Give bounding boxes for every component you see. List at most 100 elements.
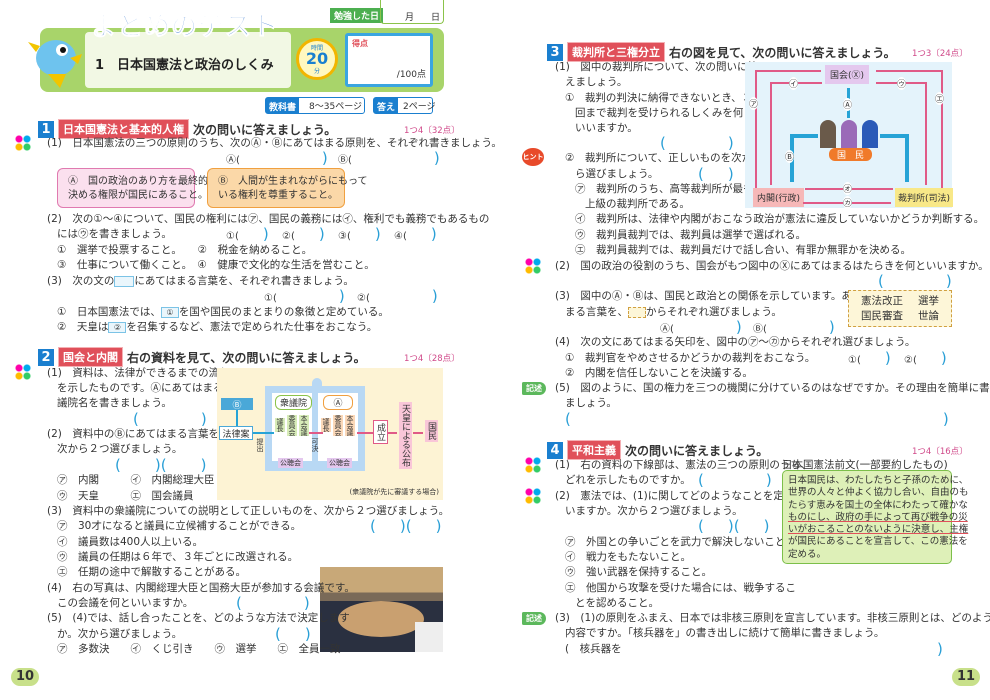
arrow-a-label: ㋐ xyxy=(749,97,759,110)
section-number: 3 xyxy=(547,43,563,61)
score-label: 得点 xyxy=(352,39,368,48)
points-label: 1つ4〔16点〕 xyxy=(912,447,968,457)
time-label: 時間 xyxy=(310,45,323,52)
answer-paren-3[interactable]: ③() xyxy=(338,225,381,243)
day-label: 日 xyxy=(431,13,441,23)
answer-paren[interactable]: () xyxy=(275,625,311,643)
question-2-1: (1) 資料は、法律ができるまでの流れ xyxy=(47,367,230,379)
question-2-4: (4) 右の写真は、内閣総理大臣と国務大臣が参加する会議です。 xyxy=(47,582,355,594)
question-text: まる言葉を、からそれぞれ選びましょう。 xyxy=(565,305,782,319)
bill-box: 法律案 xyxy=(219,426,253,440)
option-line: ㋓ 任期の途中で解散することがある。 xyxy=(57,566,246,578)
month-label: 月 xyxy=(405,13,415,23)
committee-label: 委員会 xyxy=(333,415,343,436)
answer-label: Ⓐ( xyxy=(660,324,674,335)
quote-line: たらす恵みを国土の全体にわたって確かな xyxy=(788,499,968,511)
answer-paren-4[interactable]: ④() xyxy=(394,225,437,243)
option-line: ㋒ 天皇 ㋓ 国会議員 xyxy=(57,490,194,502)
answer-paren-pair[interactable]: ()() xyxy=(370,517,442,535)
quote-line: 世界の人々と仲よく協力し合い、自由のも xyxy=(788,487,969,499)
question-4-1: (1) 右の資料の下線部は、憲法の三つの原則のうち、 xyxy=(555,459,812,471)
answer-paren-2[interactable]: ②() xyxy=(357,287,438,305)
answer-b-paren[interactable]: Ⓑ() xyxy=(338,149,440,167)
option-line: ㋒ 裁判員裁判では、裁判員は選挙で選ばれる。 xyxy=(575,229,806,241)
question-text: ましょう。 xyxy=(565,397,617,409)
answer-paren[interactable]: () xyxy=(236,594,310,612)
option-line: とを認めること。 xyxy=(575,597,659,609)
box-text: Ⓐ 国の政治のあり方を最終的に xyxy=(68,176,218,187)
points-label: 1つ4〔32点〕 xyxy=(404,126,460,136)
law-process-diagram: Ⓑ 法律案 提出 衆議院 議長 委員会 本会議 公聴会 可決 Ⓐ 議長 委員会 … xyxy=(217,368,443,500)
question-1-3: (3) 次の文のにあてはまる言葉を、それぞれ書きましょう。 xyxy=(47,274,354,288)
points-label: 1つ3〔24点〕 xyxy=(912,49,968,59)
text: を国や国民のまとまりの象徴と定めている。 xyxy=(178,306,389,318)
answer-label: ④( xyxy=(394,231,407,242)
answer-paren[interactable]: () xyxy=(878,272,952,290)
text: ② 天皇は xyxy=(57,321,109,333)
answer-paren-b[interactable]: Ⓑ() xyxy=(753,318,835,336)
answer-field[interactable]: ( 核兵器を xyxy=(565,642,622,656)
answer-paren-1[interactable]: ①() xyxy=(848,349,891,367)
answer-paren-2[interactable]: ②() xyxy=(904,349,947,367)
chair-label: 議長 xyxy=(275,418,285,432)
option-line: 上級の裁判所である。 xyxy=(585,198,690,210)
label-a: Ⓐ xyxy=(323,395,353,410)
answer-pages: 答え 2ページ xyxy=(373,97,436,114)
box-text: Ⓑ 人間が生まれながらにもって xyxy=(218,176,368,187)
answer-paren-pair[interactable]: ()() xyxy=(115,456,207,474)
word-choice: 国民審査 xyxy=(861,310,903,322)
question-text: どれを示したものですか。 xyxy=(565,474,691,486)
answer-paren[interactable]: () xyxy=(565,410,949,428)
separation-of-powers-diagram: 国会(Ⓧ) ㋐ ㋑ ㋒ ㋓ Ⓐ 国 民 Ⓑ 内閣(行政) 裁判所(司法) ㋔ ㋕ xyxy=(745,62,954,209)
text: (3) 次の文の xyxy=(47,275,115,287)
word-choice-box: 憲法改正選挙 国民審査世論 xyxy=(848,290,952,327)
score-box[interactable]: 得点 /100点 xyxy=(345,33,433,87)
study-date-field[interactable]: 月 日 xyxy=(380,0,444,24)
submit-label: 提出 xyxy=(256,438,264,452)
principle-b-box: Ⓑ 人間が生まれながらにもっている権利を尊重すること。 xyxy=(207,168,368,208)
question-1-1: (1) 日本国憲法の三つの原則のうち、次のⒶ・Ⓑにあてはまる原則を、それぞれ書き… xyxy=(47,137,502,149)
option-line: ㋑ 裁判所は、法律や内閣がおこなう政治が憲法に違反していないかどうか判断する。 xyxy=(575,213,985,225)
answer-paren-2[interactable]: ②() xyxy=(282,225,325,243)
answer-paren[interactable]: () xyxy=(698,165,734,183)
answer-paren-1[interactable]: ①() xyxy=(264,287,345,305)
quote-line-underlined: いがおこることのないように決意し、主権 xyxy=(788,524,969,536)
question-2-3: (3) 資料中の衆議院についての説明として正しいものを、次から２つ選びましょう。 xyxy=(47,505,450,517)
kijutsu-icon: 記述 xyxy=(522,612,546,625)
question-text: か。次から選びましょう。 xyxy=(57,628,183,640)
section-question: 右の資料を見て、次の問いに答えましょう。 xyxy=(127,350,366,365)
timer-badge: 時間 20 分 xyxy=(296,38,338,80)
section-question: 次の問いに答えましょう。 xyxy=(625,443,769,458)
section-1-header: 1 日本国憲法と基本的人権 次の問いに答えましょう。 xyxy=(38,119,336,139)
answer-paren-a[interactable]: Ⓐ() xyxy=(660,318,742,336)
answer-prefix: ( 核兵器を xyxy=(565,643,622,655)
answer-paren-pair[interactable]: ()() xyxy=(698,517,770,535)
blank-box xyxy=(114,275,135,287)
pass-label: 可決 xyxy=(311,438,319,452)
answer-label: Ⓑ( xyxy=(338,155,352,166)
arrow-ka-label: ㋕ xyxy=(843,196,853,209)
points-label: 1つ4〔28点〕 xyxy=(404,354,460,364)
question-text: ら選びましょう。 xyxy=(575,168,659,180)
section-2-header: 2 国会と内閣 右の資料を見て、次の問いに答えましょう。 xyxy=(38,347,366,367)
fish-mascot xyxy=(26,28,82,90)
quote-line: 定める。 xyxy=(788,548,827,560)
box-text: 決める権限が国民にあること。 xyxy=(68,190,208,201)
question-4-2: (2) 憲法では、(1)に関してどのようなことを定めて xyxy=(555,490,805,502)
answer-a-paren[interactable]: Ⓐ() xyxy=(226,149,328,167)
time-value: 20 xyxy=(305,49,329,68)
blank-box: ② xyxy=(108,321,127,333)
option-line: ㋐ 内閣 ㋑ 内閣総理大臣 xyxy=(57,474,215,486)
answer-paren-close: ) xyxy=(937,640,943,658)
answer-paren[interactable]: () xyxy=(660,134,734,152)
answer-label: ②( xyxy=(282,231,295,242)
answer-label: ②( xyxy=(904,355,917,366)
cabinet-meeting-photo xyxy=(320,567,443,652)
arrow-A-label: Ⓐ xyxy=(843,98,853,111)
answer-paren[interactable]: () xyxy=(133,410,207,428)
answer-paren[interactable]: () xyxy=(698,471,772,489)
plenary-label: 本会議 xyxy=(345,415,355,436)
question-3-3: (3) 図中のⒶ・Ⓑは、国民と政治との関係を示しています。あては xyxy=(555,290,873,302)
answer-paren-1[interactable]: ①() xyxy=(226,225,269,243)
option-line: ③ 仕事について働くこと。 ④ 健康で文化的な生活を営むこと。 xyxy=(57,259,375,271)
